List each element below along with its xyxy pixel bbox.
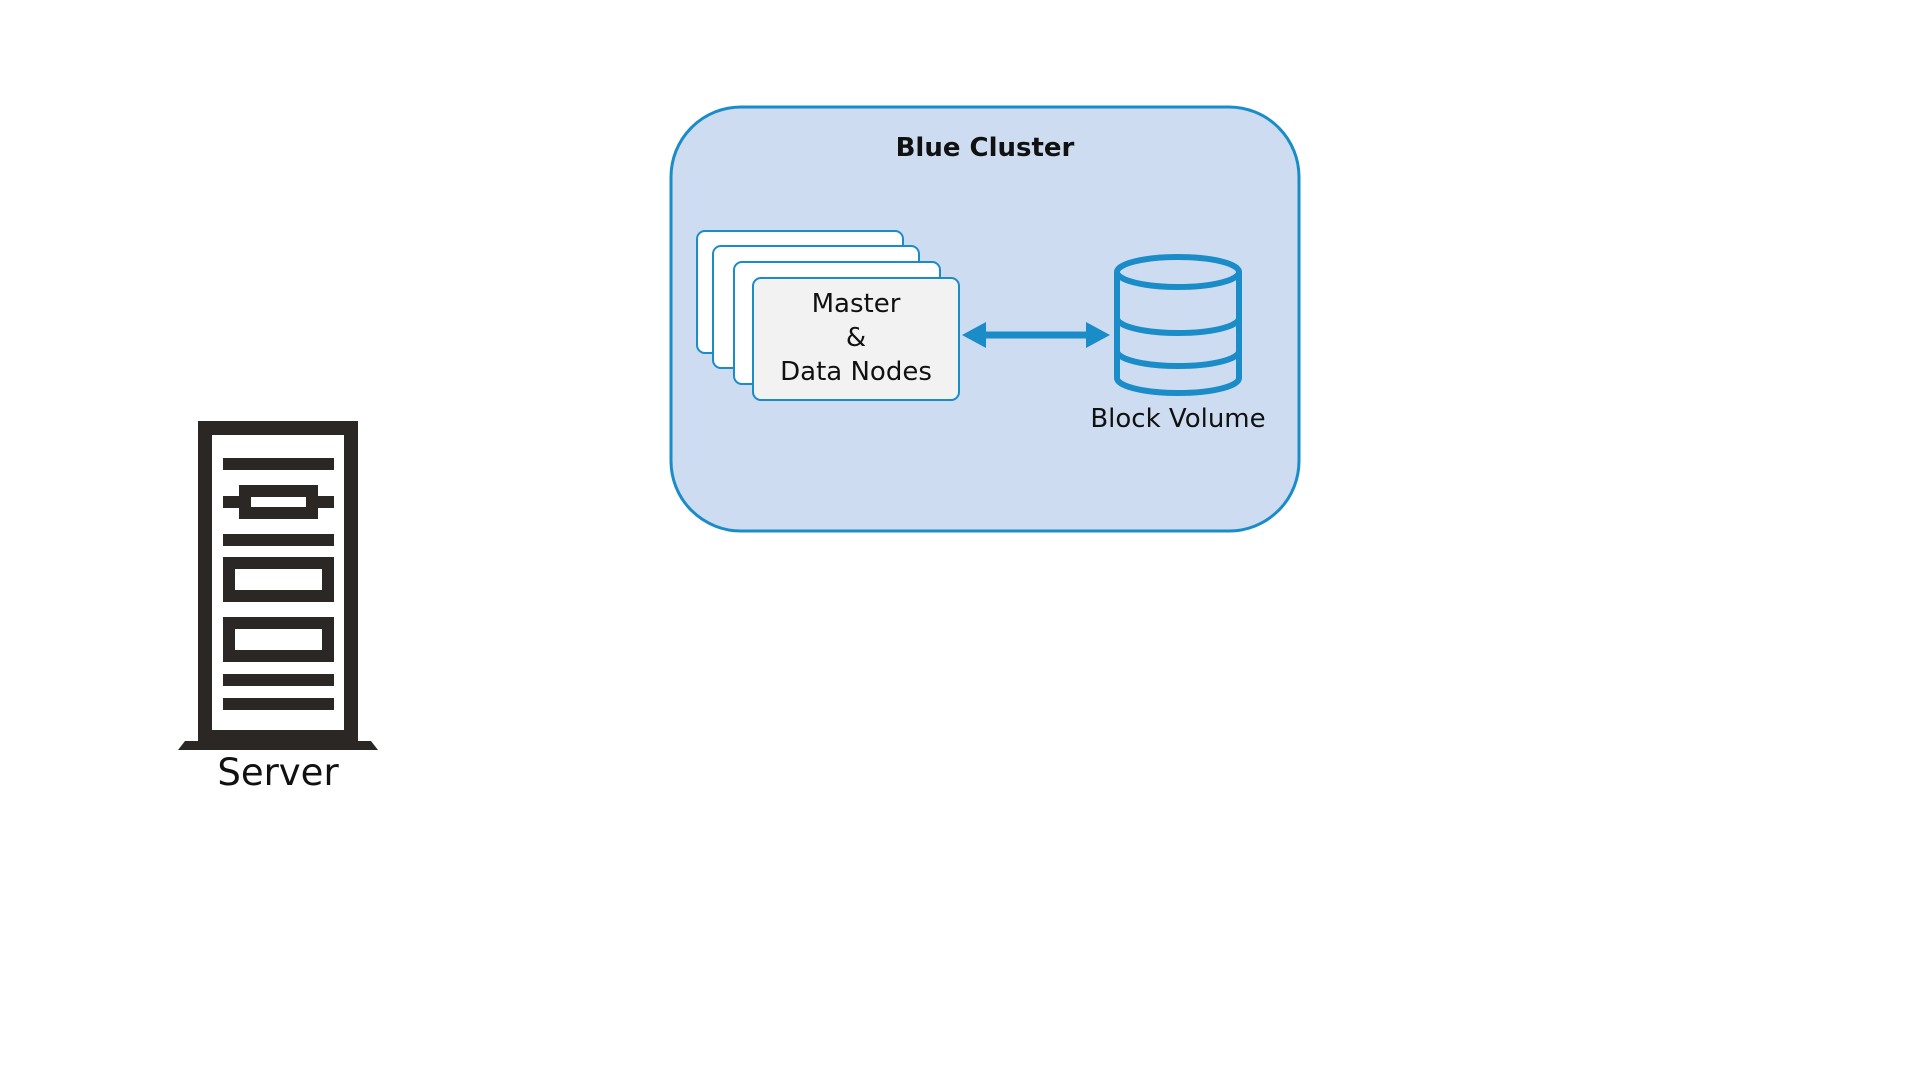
server-frame [198, 421, 358, 744]
storage-label: Block Volume [1090, 404, 1265, 434]
node-label-line-1: Master [812, 289, 901, 319]
server-label: Server [217, 751, 339, 794]
arrow-head-left [962, 322, 986, 348]
node-card-front [752, 277, 960, 401]
node-stack: Master & Data Nodes [696, 230, 960, 401]
bidirectional-arrow [962, 322, 1110, 348]
arrow-head-right [1086, 322, 1110, 348]
database-icon [1114, 254, 1242, 396]
node-label-line-3: Data Nodes [780, 357, 932, 387]
server-base [178, 741, 378, 750]
server-icon [178, 421, 378, 750]
cluster-title: Blue Cluster [896, 133, 1075, 163]
cluster-group: Blue Cluster [669, 105, 1301, 533]
node-label-line-2: & [846, 323, 866, 353]
cluster-box [669, 105, 1301, 533]
